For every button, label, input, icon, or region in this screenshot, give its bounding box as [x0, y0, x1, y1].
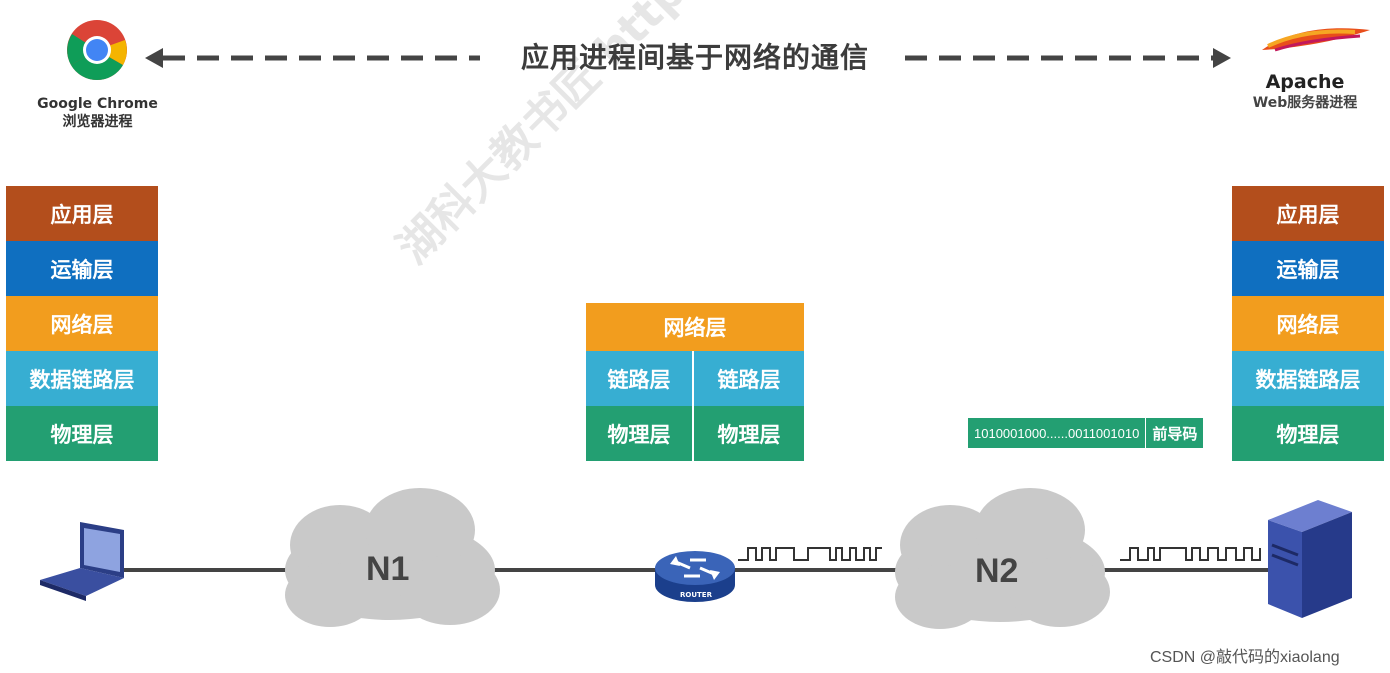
server-network-layer: 网络层 — [1232, 296, 1384, 351]
client-network-layer: 网络层 — [6, 296, 158, 351]
client-protocol-stack: 应用层 运输层 网络层 数据链路层 物理层 — [6, 186, 158, 461]
server-protocol-stack: 应用层 运输层 网络层 数据链路层 物理层 — [1232, 186, 1384, 461]
server-application-layer: 应用层 — [1232, 186, 1384, 241]
client-transport-layer: 运输层 — [6, 241, 158, 296]
server-name: Apache — [1265, 71, 1345, 93]
bit-stream-frame: 1010001000......0011001010 前导码 — [968, 418, 1204, 448]
server-physical-layer: 物理层 — [1232, 406, 1384, 461]
router-link-layer-left: 链路层 — [586, 351, 694, 406]
network-n1-label: N1 — [366, 550, 410, 588]
signal-wave-right — [1120, 547, 1261, 561]
client-physical-layer: 物理层 — [6, 406, 158, 461]
client-datalink-layer: 数据链路层 — [6, 351, 158, 406]
server-app-label: Apache Web服务器进程 — [1235, 70, 1375, 112]
router-link-layer-right: 链路层 — [694, 351, 804, 406]
preamble-label: 前导码 — [1152, 424, 1198, 443]
dashed-arrow-right — [905, 48, 1231, 68]
dashed-arrow-left — [145, 48, 480, 68]
router-physical-layer-right: 物理层 — [694, 406, 804, 461]
cloud-n2 — [895, 488, 1110, 629]
router-icon — [655, 551, 735, 602]
client-desc: 浏览器进程 — [62, 114, 133, 130]
network-n2-label: N2 — [975, 552, 1019, 590]
server-icon — [1268, 500, 1352, 618]
bit-payload: 1010001000......0011001010 — [968, 418, 1147, 448]
server-desc: Web服务器进程 — [1252, 95, 1358, 111]
server-transport-layer: 运输层 — [1232, 241, 1384, 296]
client-app-label: Google Chrome 浏览器进程 — [20, 95, 175, 131]
laptop-icon — [40, 522, 124, 601]
signal-wave-left — [738, 547, 882, 561]
client-application-layer: 应用层 — [6, 186, 158, 241]
router-physical-layer-left: 物理层 — [586, 406, 694, 461]
diagram-title: 应用进程间基于网络的通信 — [520, 41, 869, 74]
server-datalink-layer: 数据链路层 — [1232, 351, 1384, 406]
chrome-logo-icon — [67, 20, 127, 81]
router-label: ROUTER — [680, 591, 712, 599]
router-network-layer: 网络层 — [586, 303, 804, 351]
cloud-n1 — [285, 488, 500, 627]
client-name: Google Chrome — [37, 96, 158, 112]
router-protocol-stack: 网络层 链路层 链路层 物理层 物理层 — [586, 303, 804, 461]
apache-feather-icon — [1262, 28, 1370, 52]
csdn-watermark: CSDN @敲代码的xiaolang — [1150, 649, 1340, 666]
